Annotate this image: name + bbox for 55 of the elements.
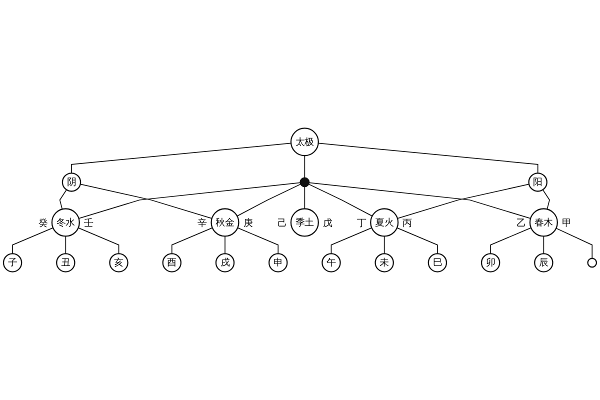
connector: [318, 142, 538, 174]
connector: [308, 182, 531, 219]
connector: [304, 155, 306, 178]
node-circle: 申: [268, 253, 288, 272]
node-circle: 巳: [428, 253, 448, 272]
connector: [396, 227, 438, 254]
stem-label: 癸: [38, 218, 48, 229]
node-circle: 阴: [62, 172, 82, 192]
stem-label: 乙: [516, 218, 526, 229]
node-circle: 未: [374, 253, 394, 272]
node-circle: 太极: [290, 128, 319, 156]
connector: [490, 227, 532, 254]
connector: [224, 236, 226, 254]
node-picture: [300, 177, 310, 188]
node-circle: 冬水: [51, 208, 80, 237]
node-circle: 季土: [290, 208, 319, 237]
connector: [384, 236, 385, 254]
connector: [236, 184, 302, 216]
connector: [304, 186, 306, 210]
node-circle: 夏火: [370, 208, 399, 237]
connector: [171, 227, 213, 254]
connector: [71, 142, 292, 174]
node-circle: 亥: [109, 253, 128, 272]
connector: [542, 189, 550, 210]
node-circle: 春木: [529, 208, 558, 237]
stem-label: 丙: [402, 218, 412, 229]
node-circle: 戌: [215, 253, 235, 272]
connector: [12, 227, 54, 254]
node-circle: 丑: [56, 253, 76, 272]
node-circle: 子: [2, 253, 22, 272]
stem-label: 辛: [198, 218, 207, 229]
stem-label: 丁: [356, 218, 366, 229]
node-circle: 卯: [480, 253, 500, 272]
connector: [308, 184, 373, 216]
node-circle: [587, 258, 598, 268]
connector: [556, 228, 593, 259]
connector: [80, 184, 212, 219]
stem-label: 戊: [323, 218, 332, 229]
node-circle: 秋金: [210, 208, 240, 237]
stem-label: 己: [277, 218, 286, 229]
node-circle: 阳: [528, 172, 548, 192]
connector: [330, 227, 372, 254]
connector: [65, 236, 66, 254]
connector: [543, 236, 544, 254]
node-circle: 酉: [162, 253, 182, 272]
stem-label: 甲: [562, 218, 572, 229]
connector: [237, 227, 279, 254]
node-circle: 午: [322, 253, 341, 272]
node-circle: 辰: [534, 253, 554, 272]
connector: [78, 182, 301, 219]
stem-label: 庚: [243, 218, 252, 229]
connector: [59, 189, 67, 210]
connector: [397, 184, 530, 219]
connector: [78, 227, 120, 254]
stem-label: 壬: [84, 218, 94, 229]
